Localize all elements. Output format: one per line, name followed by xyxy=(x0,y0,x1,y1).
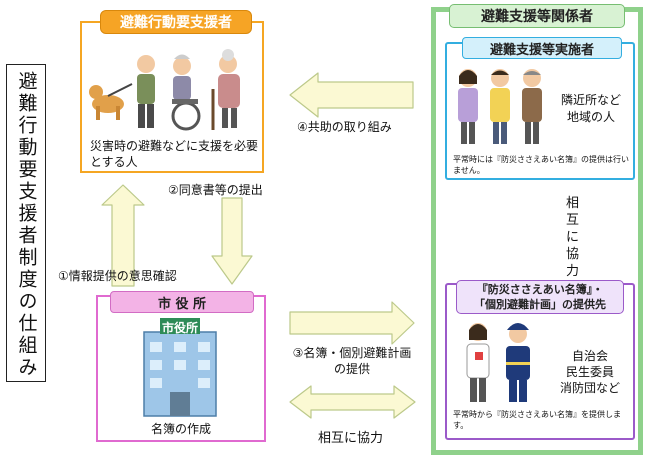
arrow-step1 xyxy=(101,184,145,287)
neighbor-man-icon xyxy=(490,69,510,144)
recipients-note: 平常時から『防災ささえあい名簿』を提供します。 xyxy=(453,410,621,430)
implementers-note: 平常時には『防災ささえあい名簿』の提供は行いません。 xyxy=(453,155,629,175)
support-parties-label: 避難支援等関係者 xyxy=(449,4,625,28)
person-with-cane-icon xyxy=(137,55,155,128)
arrow-step3 xyxy=(289,301,415,345)
city-hall-sign: 市役所 xyxy=(161,321,198,335)
implementers-who-line2: 地域の人 xyxy=(566,110,615,124)
recipients-who-line3: 消防団など xyxy=(559,381,620,395)
arrow-mutual-bottom xyxy=(289,385,416,419)
recipients-label-line1: 『防災ささえあい名簿』・ xyxy=(476,283,604,296)
recipients-who-line1: 自治会 xyxy=(571,349,608,363)
neighbors-illustration xyxy=(458,69,542,144)
label-mutual-bottom: 相互に協力 xyxy=(318,431,384,446)
arrow-step2 xyxy=(211,197,253,285)
implementers-who-line1: 隣近所など xyxy=(560,93,621,107)
guide-dog-icon xyxy=(89,83,133,120)
implementers-label: 避難支援等実施者 xyxy=(462,37,622,59)
recipients-label: 『防災ささえあい名簿』・ 「個別避難計画」の提供先 xyxy=(456,280,624,314)
label-step3-line1: ③名簿・個別避難計画 xyxy=(292,346,412,360)
community-responders-illustration xyxy=(466,323,530,402)
neighbor-elder-icon xyxy=(522,69,542,144)
wheelchair-user-icon xyxy=(171,54,201,131)
label-mutual-vertical: 相互に協力 xyxy=(566,196,580,279)
label-step3: ③名簿・個別避難計画 の提供 xyxy=(288,345,416,377)
system-title: 避難行動要支援者制度の仕組み xyxy=(6,64,46,382)
welfare-commissioner-icon xyxy=(466,323,490,402)
evacuee-illustration xyxy=(89,49,240,131)
label-step2: ②同意書等の提出 xyxy=(168,183,263,197)
recipients-who-line2: 民生委員 xyxy=(565,365,614,379)
system-title-text: 避難行動要支援者制度の仕組み xyxy=(15,71,38,379)
recipients-who: 自治会 民生委員 消防団など xyxy=(550,348,630,396)
elderly-woman-icon xyxy=(211,49,240,130)
fire-brigade-icon xyxy=(506,323,530,402)
evacuee-description: 災害時の避難などに支援を必要とする人 xyxy=(90,139,259,169)
label-step4: ④共助の取り組み xyxy=(297,120,392,134)
implementers-who: 隣近所など 地域の人 xyxy=(553,92,629,126)
city-hall-building-icon xyxy=(143,318,217,417)
recipients-label-line2: 「個別避難計画」の提供先 xyxy=(474,298,606,311)
city-hall-caption: 名簿の作成 xyxy=(150,422,211,436)
label-step1: ①情報提供の意思確認 xyxy=(58,269,177,283)
neighbor-woman-icon xyxy=(458,69,478,144)
label-step3-line2: の提供 xyxy=(333,362,370,376)
city-hall-label: 市 役 所 xyxy=(110,291,254,313)
arrow-step4 xyxy=(289,72,414,118)
evacuee-label: 避難行動要支援者 xyxy=(100,10,252,34)
